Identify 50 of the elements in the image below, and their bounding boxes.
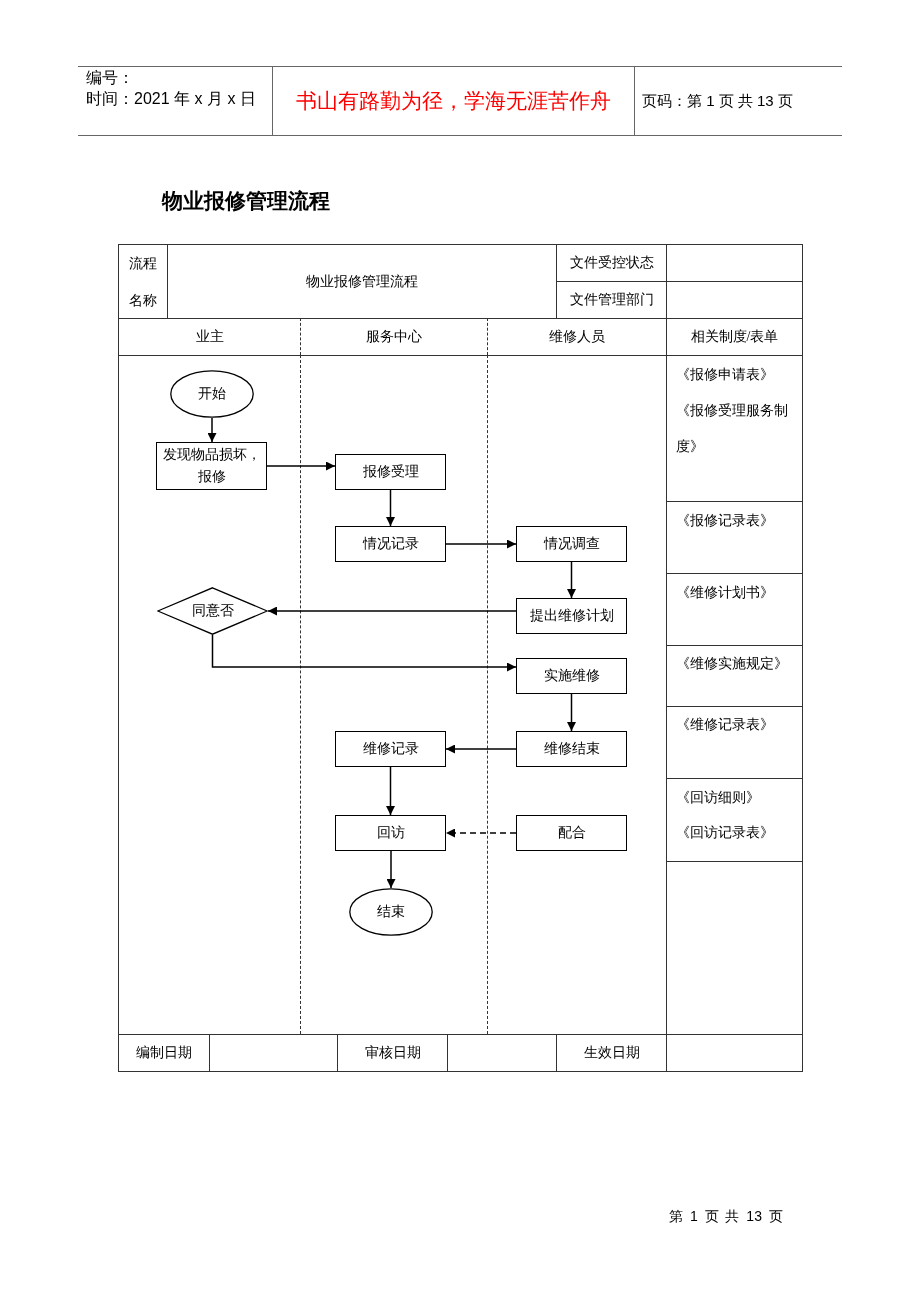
page-number: 页码：第 1 页 共 13 页 [634,66,842,136]
document-name: 《报修记录表》 [676,512,774,530]
process-box: 维修结束 [516,731,627,767]
label-cell: 编制日期 [118,1034,209,1072]
arrow [445,828,517,838]
label-cell: 审核日期 [337,1034,447,1072]
process-box: 配合 [516,815,627,851]
document-name: 《回访细则》 [676,789,760,807]
arrow [386,766,395,816]
label-cell: 文件受控状态 [556,244,666,281]
document-name: 《报修申请表》 [676,366,774,384]
header-text: 时间：2021 年 x 月 x 日 [86,89,256,109]
process-box: 发现物品损坏，报修 [156,442,267,490]
document-name: 《维修实施规定》 [676,655,788,673]
document-name: 《回访记录表》 [676,824,774,842]
page-number: 第 1 页 共 13 页 [669,1207,783,1225]
column-header: 相关制度/表单 [666,318,803,355]
label-cell: 流程名称 [118,244,167,318]
arrow [567,693,576,732]
process-box: 提出维修计划 [516,598,627,634]
process-box: 报修受理 [335,454,446,490]
arrow [386,489,395,527]
header-text: 编号： [86,68,134,88]
process-box: 维修记录 [335,731,446,767]
arrow [445,744,517,754]
lane-header: 业主 [118,318,300,355]
decision-diamond: 同意否 [157,587,268,635]
process-box: 回访 [335,815,446,851]
page-title: 物业报修管理流程 [162,188,330,214]
arrow [267,606,517,616]
lane-header: 维修人员 [487,318,666,355]
arrow [386,850,396,889]
terminal-ellipse: 开始 [170,370,254,418]
label-cell: 文件管理部门 [556,281,666,318]
process-box: 情况调查 [516,526,627,562]
title-cell: 物业报修管理流程 [167,244,556,318]
document-name: 《维修计划书》 [676,584,774,602]
motto-text: 书山有路勤为径，学海无涯苦作舟 [272,66,634,136]
process-box: 情况记录 [335,526,446,562]
process-box: 实施维修 [516,658,627,694]
arrow [266,461,336,471]
arrow [445,539,517,549]
document-name: 《报修受理服务制度》 [676,402,789,456]
terminal-ellipse: 结束 [349,888,433,936]
arrow [567,561,576,599]
lane-header: 服务中心 [300,318,487,355]
label-cell: 生效日期 [556,1034,666,1072]
arrow [207,417,217,443]
document-name: 《维修记录表》 [676,716,774,734]
arrow [211,634,517,672]
